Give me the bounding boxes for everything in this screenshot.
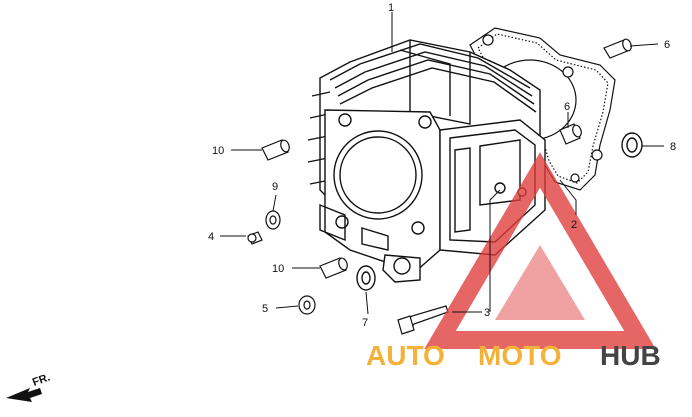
watermark-auto: AUTO — [366, 340, 445, 371]
direction-label: FR. — [31, 371, 52, 388]
callout-9: 9 — [272, 181, 278, 193]
callout-2: 2 — [571, 219, 577, 231]
washer-5 — [298, 295, 316, 315]
leader-lines — [220, 12, 664, 315]
callout-10-upper: 10 — [212, 145, 224, 157]
washer-7 — [356, 265, 376, 291]
callout-7: 7 — [362, 317, 368, 329]
front-direction-arrow: FR. — [6, 371, 52, 402]
callout-4: 4 — [208, 231, 214, 243]
washer-9 — [265, 210, 281, 230]
dowel-pin-middle — [559, 123, 582, 145]
watermark-text: AUTO MOTO HUB — [366, 340, 661, 371]
watermark-moto: MOTO — [478, 340, 561, 371]
cylinder-block — [307, 39, 546, 283]
o-ring — [621, 132, 643, 158]
bolt-4 — [247, 231, 263, 245]
dowel-pin-upper — [603, 38, 632, 59]
callout-10-lower: 10 — [272, 263, 284, 275]
callout-6-middle: 6 — [564, 101, 570, 113]
callout-5: 5 — [262, 303, 268, 315]
dowel-10-upper — [261, 139, 290, 161]
dowel-10-lower — [319, 257, 348, 279]
watermark-hub: HUB — [600, 340, 661, 371]
callout-8: 8 — [670, 141, 676, 153]
callout-labels: 1 2 3 4 5 6 6 7 8 9 10 10 — [208, 2, 676, 329]
callout-1: 1 — [388, 2, 394, 14]
callout-6-upper: 6 — [664, 39, 670, 51]
callout-3: 3 — [484, 307, 490, 319]
